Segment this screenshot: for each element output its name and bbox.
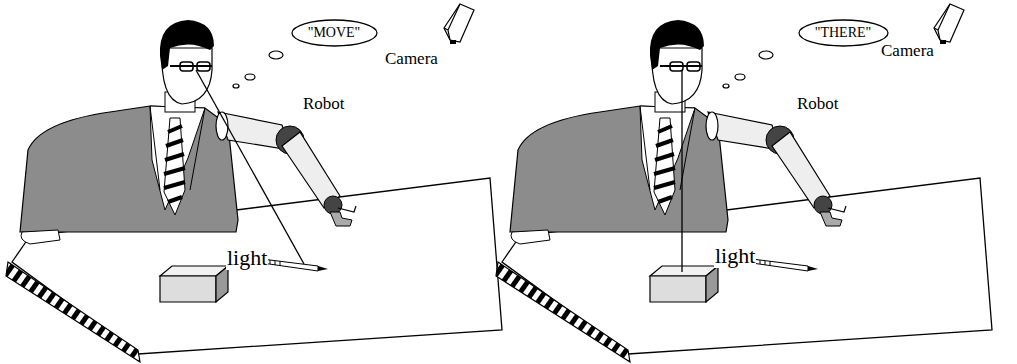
part-label: light — [226, 246, 268, 270]
part-label: light — [714, 244, 756, 268]
speech-bubble: "THERE" — [798, 19, 889, 47]
part-label: Camera — [384, 50, 439, 69]
spoken-word: "MOVE" — [308, 25, 361, 40]
spoken-word: "THERE" — [815, 25, 872, 40]
speech-bubble: "MOVE" — [291, 19, 378, 47]
part-label: Robot — [796, 95, 840, 114]
part-label: Robot — [302, 95, 346, 114]
part-label: Camera — [880, 42, 935, 61]
